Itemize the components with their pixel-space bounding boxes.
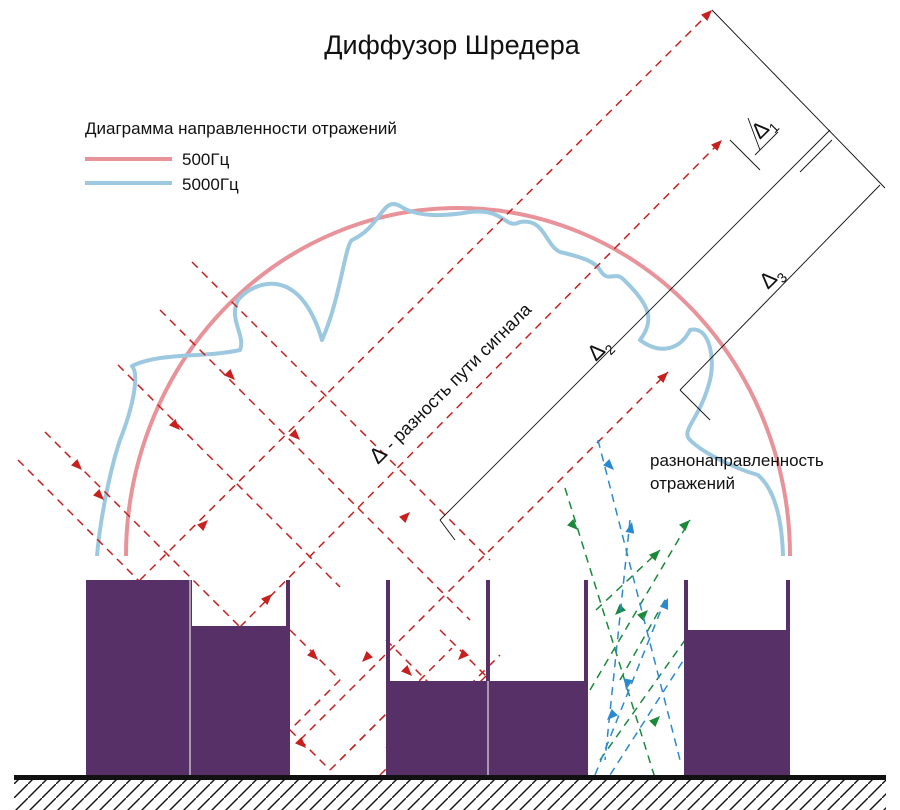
reflected-ray [239,139,723,628]
delta-2-label: Δ2 [582,332,619,369]
arrowhead [625,522,635,534]
arrowhead [307,649,318,660]
legend-title: Диаграмма направленности отражений [85,119,397,138]
arrowhead [261,594,272,605]
scatter-ray-green [564,487,656,779]
incident-ray [117,364,341,588]
arrowhead [224,369,235,380]
arrowhead [623,678,633,690]
arrowhead [362,651,373,662]
diffuser-wells [88,580,788,778]
arrowhead [679,520,690,531]
scatter-ray-green [599,639,686,761]
ground [14,775,886,810]
arrowhead [71,459,82,470]
arrowhead [603,459,614,470]
scatter-ray-green [619,599,666,681]
incident-ray [17,459,141,583]
scatter-ray-green [595,549,661,611]
arrowhead [399,512,410,523]
arrowhead [607,709,618,720]
well-4 [388,681,488,778]
incident-ray [159,309,471,621]
reflected-ray [139,9,713,581]
arrowhead [401,665,412,676]
ray-paths [17,9,723,779]
arrowhead [295,737,306,748]
arrowhead [289,429,300,440]
path-difference-label: Δ - разность пути сигнала [364,296,537,469]
delta-labels: Δ1 Δ3 Δ2 Δ - разность пути сигнала [364,110,791,469]
legend: Диаграмма направленности отражений 500Гц… [85,119,397,194]
internal-reflection [289,679,341,731]
arrowhead [637,610,648,621]
arrowhead [169,419,180,430]
arrowhead [659,598,669,610]
legend-label-500hz: 500Гц [182,150,230,169]
internal-reflection [329,713,387,771]
directivity-curve-500hz [124,206,792,557]
arrowhead [657,372,668,383]
well-7 [688,630,788,778]
arrowhead [649,716,660,727]
legend-label-5000hz: 5000Гц [182,175,239,194]
scatter-ray-blue [604,519,631,761]
arrowhead [458,649,469,660]
scatter-label-line2: отражений [650,474,735,493]
arrowhead [197,520,208,531]
reflected-ray [339,647,453,761]
scatter-ray-blue [609,649,691,776]
arrowhead [93,489,104,500]
path-difference-dimensions [439,9,886,541]
arrowhead [567,519,578,530]
well-2 [190,626,288,778]
diagram-title: Диффузор Шредера [324,30,581,60]
well-1 [88,580,190,778]
delta-1-label: Δ1 [746,110,783,147]
well-highlights [189,580,489,778]
arrowhead [701,10,712,21]
arrowhead [649,550,660,561]
internal-reflection [289,729,331,771]
reflected-ray [299,371,669,741]
delta-3-label: Δ3 [754,260,791,297]
well-5 [488,681,586,778]
arrowhead [711,140,722,151]
scatter-label-line1: разнонаправленность [650,451,824,470]
incident-ray [191,261,491,561]
